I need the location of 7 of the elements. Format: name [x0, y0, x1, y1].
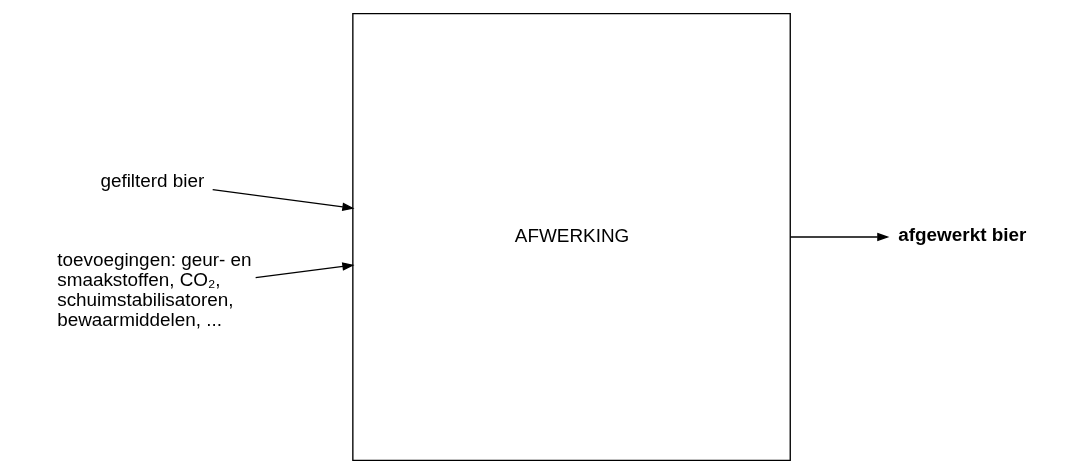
node-text: gefilterd bier — [100, 169, 205, 191]
node-text: toevoegingen: geur- en smaakstoffen, CO₂, schuimstabilisatoren, bewaarmiddelen, ... — [57, 248, 252, 331]
node-box: AFWERKING — [352, 12, 791, 462]
arrow — [212, 188, 355, 212]
arrow — [789, 232, 890, 242]
node-text: afgewerkt bier — [898, 223, 1027, 245]
arrow — [255, 262, 355, 279]
